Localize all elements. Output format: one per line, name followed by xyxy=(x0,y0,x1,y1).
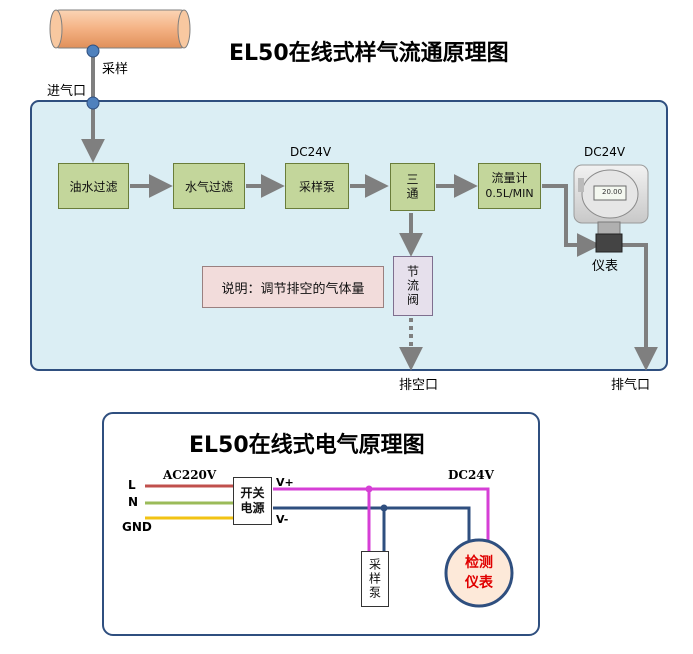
flow-panel xyxy=(30,100,668,371)
flow-title: EL50在线式样气流通原理图 xyxy=(229,41,509,66)
ac-voltage-label: AC220V xyxy=(163,468,217,482)
detector-label-line2: 仪表 xyxy=(465,575,493,591)
v-plus-label: V+ xyxy=(276,476,294,489)
vent-label: 排空口 xyxy=(399,378,439,393)
gas-detector-icon xyxy=(573,164,649,253)
pump-voltage-label: DC24V xyxy=(290,145,332,159)
power-supply-box: 开关电源 xyxy=(233,477,272,525)
wire-v-plus xyxy=(273,487,490,543)
pump-box: 采样泵 xyxy=(361,551,389,607)
sample-pump-box: 采样泵 xyxy=(285,163,349,209)
detector-label-line1: 检测 xyxy=(465,555,493,571)
flowmeter-box: 流量计 0.5L/MIN xyxy=(478,163,541,209)
detector-display-value: 20.00 xyxy=(602,188,623,196)
junction-plus xyxy=(365,485,373,493)
exhaust-label: 排气口 xyxy=(611,378,651,393)
terminal-N: N xyxy=(128,495,139,509)
inlet-point xyxy=(86,96,100,110)
sample-pipe xyxy=(49,9,191,49)
detector-circle xyxy=(444,538,514,608)
tee-box: 三通 xyxy=(390,163,435,211)
sample-point xyxy=(86,44,100,58)
wire-v-minus xyxy=(273,506,471,543)
throttle-valve-box: 节流阀 xyxy=(393,256,433,316)
flowmeter-rate: 0.5L/MIN xyxy=(485,187,534,200)
terminal-L: L xyxy=(128,478,136,492)
water-vapor-filter-box: 水气过滤 xyxy=(173,163,245,209)
terminal-GND: GND xyxy=(122,520,152,534)
instrument-voltage-label: DC24V xyxy=(584,145,626,159)
detector-label: 检测 仪表 xyxy=(446,548,512,598)
junction-minus xyxy=(380,504,388,512)
flowmeter-label: 流量计 xyxy=(491,171,528,185)
sample-label: 采样 xyxy=(102,62,129,77)
oil-water-filter-box: 油水过滤 xyxy=(58,163,129,209)
instrument-to-exhaust-pipe xyxy=(620,243,658,371)
note-box: 说明：调节排空的气体量 xyxy=(202,266,384,308)
instrument-label: 仪表 xyxy=(592,259,619,274)
electrical-panel xyxy=(102,412,540,636)
dc-voltage-label: DC24V xyxy=(448,468,494,482)
flowmeter-to-instrument-pipe xyxy=(542,184,601,257)
v-minus-label: V- xyxy=(276,513,289,526)
inlet-label: 进气口 xyxy=(47,84,87,99)
electrical-title: EL50在线式电气原理图 xyxy=(189,433,425,458)
